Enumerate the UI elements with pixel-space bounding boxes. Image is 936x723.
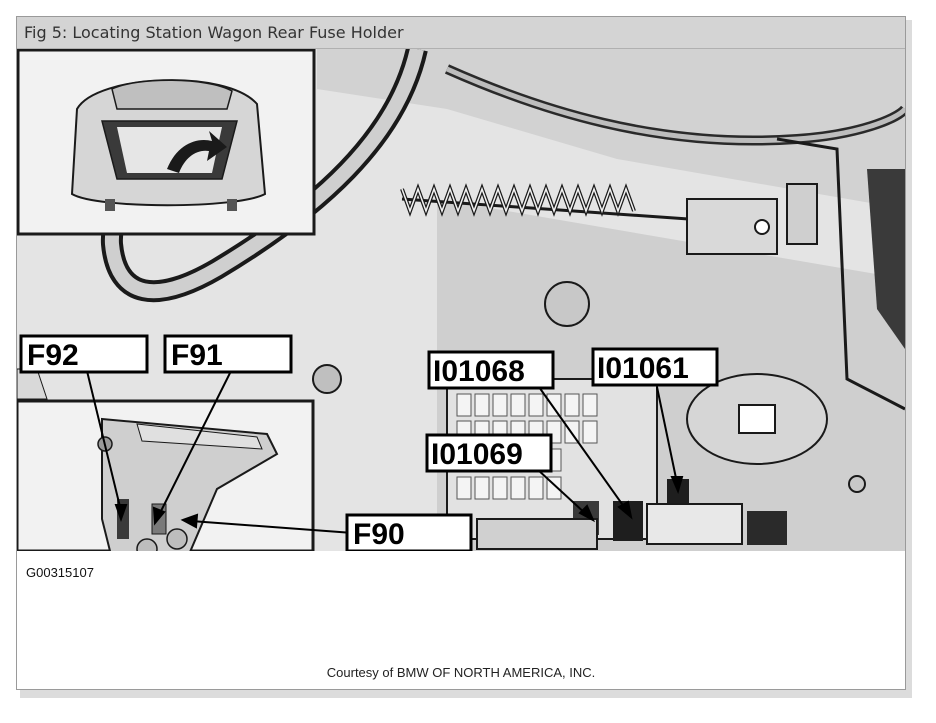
square-hole	[738, 404, 776, 434]
callout-f92: F92	[19, 334, 149, 374]
figure-title: Fig 5: Locating Station Wagon Rear Fuse …	[24, 23, 404, 42]
callout-i01061: I01061	[591, 347, 719, 387]
side-bracket	[867, 169, 905, 349]
figure-frame: Fig 5: Locating Station Wagon Rear Fuse …	[16, 16, 906, 690]
arrow-icon	[167, 131, 227, 173]
connector-plug	[747, 511, 787, 545]
side-panel-edge	[776, 137, 905, 411]
leader-f92-arrowhead	[114, 504, 128, 522]
title-bar: Fig 5: Locating Station Wagon Rear Fuse …	[17, 17, 905, 49]
callout-f90: F90	[345, 513, 473, 551]
body-hole	[544, 281, 590, 327]
gas-spring	[400, 183, 718, 223]
leader-i01069-arrowhead	[578, 504, 596, 523]
courtesy-credit: Courtesy of BMW OF NORTH AMERICA, INC.	[326, 665, 596, 680]
callout-f91: F91	[163, 334, 293, 374]
callout-f91-label: F91	[171, 339, 223, 372]
leader-f91	[158, 370, 232, 516]
leader-f90-arrowhead	[180, 513, 199, 529]
leader-i01061	[656, 386, 678, 484]
callout-i01069: I01069	[425, 433, 553, 473]
leader-f90	[190, 520, 354, 534]
callout-f90-label: F90	[353, 518, 405, 551]
figure-id: G00315107	[26, 565, 94, 580]
leader-i01061-arrowhead	[670, 476, 684, 494]
leader-f92	[86, 370, 122, 512]
leader-f91-arrowhead	[152, 506, 166, 526]
window-seal-inner	[445, 66, 905, 144]
diagram-illustration: F92 F91 F90 I01068 I01061 I01069	[17, 49, 905, 551]
diagram-svg: F92 F91 F90 I01068 I01061 I01069	[17, 49, 905, 551]
body-hole	[312, 364, 342, 394]
relay-i01061	[667, 479, 689, 509]
callout-f92-label: F92	[27, 339, 79, 372]
leader-lines	[86, 370, 684, 534]
leader-i01068	[538, 386, 628, 512]
inset-car-rear	[17, 49, 316, 236]
body-hole	[848, 475, 866, 493]
callout-i01068-label: I01068	[433, 355, 525, 388]
callout-i01061-label: I01061	[597, 352, 689, 385]
leader-i01068-arrowhead	[617, 500, 633, 520]
callout-i01068: I01068	[427, 350, 555, 390]
leader-i01069	[536, 468, 588, 516]
fuse-base	[476, 518, 598, 550]
callout-i01069-label: I01069	[431, 438, 523, 471]
connector-block	[646, 503, 743, 545]
latch-bracket	[686, 183, 818, 255]
